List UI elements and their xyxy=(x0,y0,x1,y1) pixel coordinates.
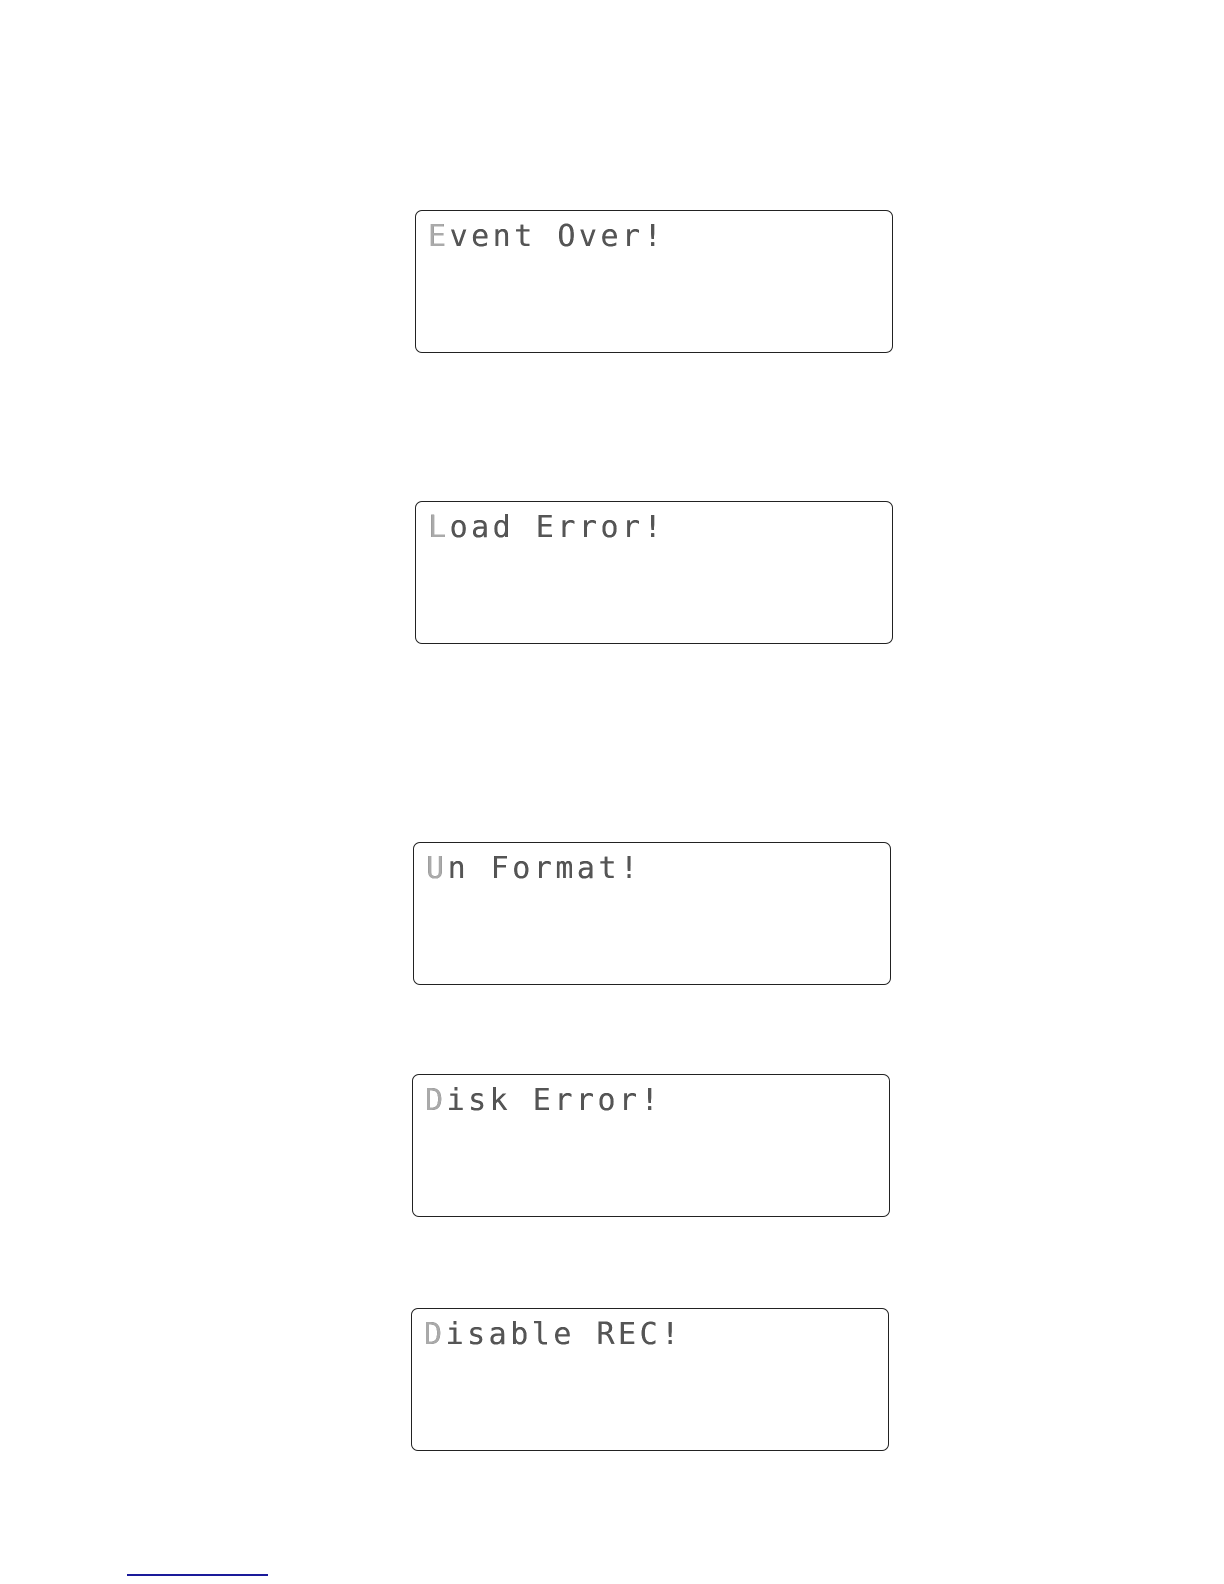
lcd-display-event-over: Event Over! xyxy=(415,210,893,353)
lcd-message: Disable REC! xyxy=(424,1317,683,1352)
lcd-display-disable-rec: Disable REC! xyxy=(411,1308,889,1451)
lcd-message: Disk Error! xyxy=(425,1083,662,1118)
lcd-message: Un Format! xyxy=(426,851,642,886)
lcd-display-disk-error: Disk Error! xyxy=(412,1074,890,1217)
lcd-display-un-format: Un Format! xyxy=(413,842,891,985)
lcd-message: Load Error! xyxy=(428,510,665,545)
footer-divider xyxy=(127,1574,268,1576)
lcd-message: Event Over! xyxy=(428,219,665,254)
lcd-display-load-error: Load Error! xyxy=(415,501,893,644)
